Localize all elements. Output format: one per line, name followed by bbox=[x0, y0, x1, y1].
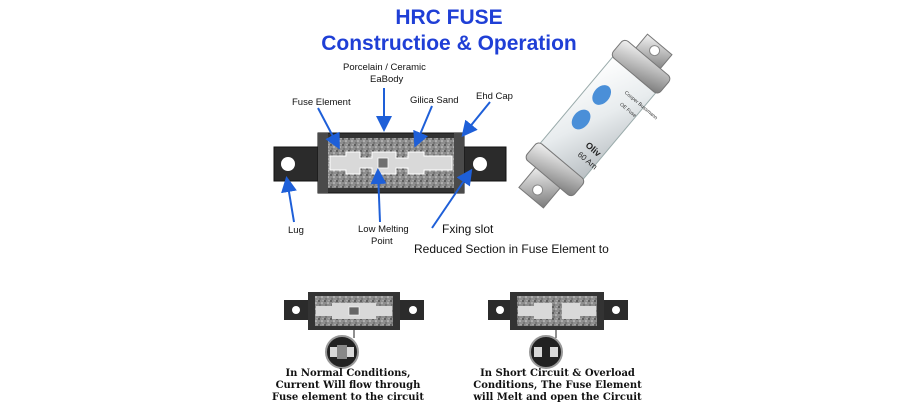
label-reduced-section: Reduced Section in Fuse Element to bbox=[414, 242, 609, 256]
top-end-cap bbox=[611, 39, 671, 94]
short-circuit-zoom-circle bbox=[529, 335, 563, 369]
label-fuse-element: Fuse Element bbox=[292, 97, 351, 108]
label-porcelain-body-line1: Porcelain / Ceramic bbox=[343, 62, 426, 73]
left-end-cap bbox=[318, 133, 328, 193]
right-fixing-hole bbox=[473, 157, 487, 171]
annotation-arrows bbox=[281, 88, 491, 229]
bottom-end-cap bbox=[525, 142, 585, 197]
caption-normal-line3: Fuse element to the circuit bbox=[272, 392, 424, 403]
label-low-melting-line2: Point bbox=[371, 236, 393, 247]
label-porcelain-body-line2: EaBody bbox=[370, 74, 404, 85]
left-lug bbox=[273, 146, 321, 182]
caption-short-line2: Conditions, The Fuse Element bbox=[473, 380, 642, 391]
left-fixing-hole bbox=[281, 157, 295, 171]
label-silica-sand: Gilica Sand bbox=[410, 95, 459, 106]
label-lug: Lug bbox=[288, 225, 304, 236]
low-melting-point bbox=[377, 157, 389, 169]
title-line-1: HRC FUSE bbox=[395, 6, 503, 29]
right-end-cap bbox=[454, 133, 464, 193]
caption-normal-line2: Current Will flow through bbox=[275, 380, 421, 391]
blue-marking-2 bbox=[571, 109, 591, 130]
caption-short-line3: will Melt and open the Circuit bbox=[473, 392, 642, 403]
fuse-photo: Cooper Bussmann OE Fuse Oliv 60 Am bbox=[518, 33, 673, 209]
caption-normal-line1: In Normal Conditions, bbox=[285, 368, 411, 379]
normal-condition-diagram bbox=[284, 292, 424, 369]
main-fuse-cross-section bbox=[273, 132, 507, 194]
fuse-element-strip bbox=[329, 151, 453, 175]
label-low-melting-line1: Low Melting bbox=[358, 224, 409, 235]
caption-short-line1: In Short Circuit & Overload bbox=[480, 368, 635, 379]
label-end-cap: Ehd Cap bbox=[476, 91, 513, 102]
label-fixing-slot: Fxing slot bbox=[442, 222, 494, 236]
blue-marking-1 bbox=[592, 85, 612, 105]
short-circuit-diagram bbox=[488, 292, 628, 369]
title-line-2: Constructioe & Operation bbox=[321, 32, 577, 55]
